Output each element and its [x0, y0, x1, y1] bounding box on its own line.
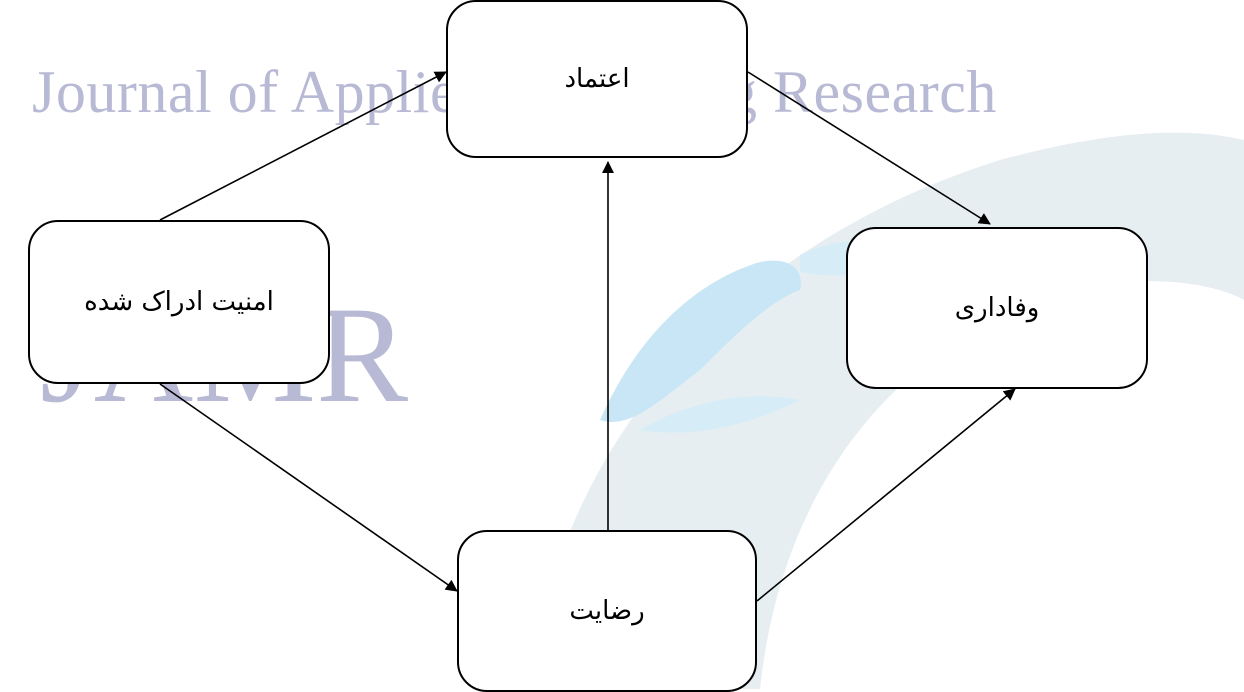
node-loyalty: وفاداری [846, 227, 1148, 389]
node-trust: اعتماد [446, 0, 748, 158]
node-trust-label: اعتماد [564, 64, 630, 94]
node-loyalty-label: وفاداری [954, 293, 1040, 323]
edge-satisfaction-to-loyalty [756, 388, 1016, 602]
edge-security-to-satisfaction [159, 383, 458, 592]
node-satisfaction: رضایت [457, 530, 757, 692]
node-satisfaction-label: رضایت [569, 596, 645, 626]
node-perceived-security-label: امنیت ادراک شده [84, 287, 274, 317]
edge-security-to-trust [159, 71, 447, 221]
edge-trust-to-loyalty [747, 71, 991, 225]
node-perceived-security: امنیت ادراک شده [28, 220, 330, 384]
